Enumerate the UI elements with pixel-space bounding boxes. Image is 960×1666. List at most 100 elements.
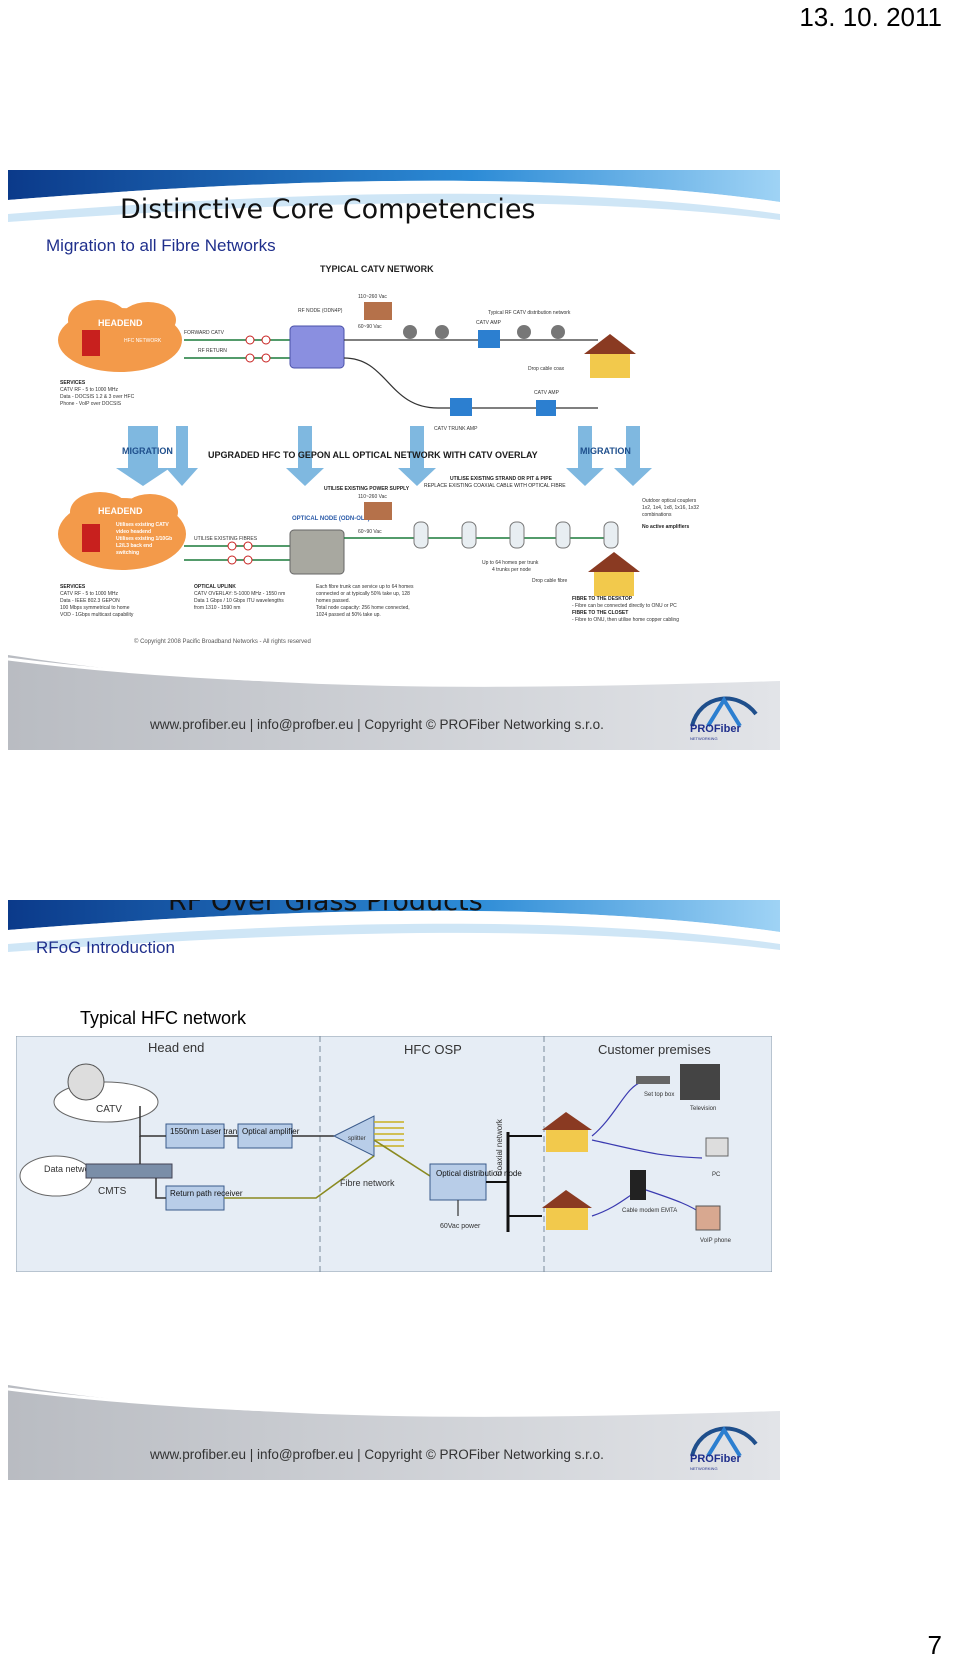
- optical-couplers: [413, 521, 619, 549]
- catv-amp-bottom: [536, 400, 556, 416]
- headend-cloud-top: HEADEND HFC NETWORK: [58, 300, 182, 372]
- svg-text:combinations: combinations: [642, 512, 672, 518]
- svg-text:SERVICES: SERVICES: [60, 584, 86, 590]
- slide-header-band: [8, 170, 780, 240]
- slide-title: RF Over Glass Products: [168, 900, 483, 917]
- svg-text:Utilises existing CATV: Utilises existing CATV: [116, 522, 169, 528]
- migration-arrow: [286, 426, 324, 486]
- television: [680, 1064, 720, 1100]
- customer-house-2: [542, 1190, 592, 1230]
- svg-text:Data network: Data network: [44, 1164, 98, 1174]
- service-item: Data - DOCSIS 1.2 & 3 over HFC: [60, 394, 135, 400]
- svg-text:CATV: CATV: [96, 1104, 122, 1115]
- page-date: 13. 10. 2011: [799, 2, 942, 32]
- distribution-label: Typical RF CATV distribution network: [488, 310, 571, 316]
- diagram-caption: Typical HFC network: [80, 1008, 247, 1028]
- migration-arrow: [614, 426, 652, 486]
- utilise-fibres-label: UTILISE EXISTING FIBRES: [194, 536, 258, 542]
- svg-text:60~90 Vac: 60~90 Vac: [358, 324, 382, 330]
- svg-text:Return path receiver: Return path receiver: [170, 1189, 243, 1198]
- data-network-cloud: Data network: [19, 1155, 98, 1197]
- svg-text:PROFiber: PROFiber: [690, 723, 741, 735]
- hfc-network-diagram: Head end HFC OSP Customer premises CATV …: [16, 1036, 772, 1272]
- drop-cable-label: Drop cable coax: [528, 366, 565, 372]
- profiber-logo: PROFiber NETWORKING: [690, 696, 758, 741]
- slide-footer-band: [8, 655, 780, 750]
- svg-text:- Fibre can be connected direc: - Fibre can be connected directly to ONU…: [572, 603, 677, 609]
- laser-transmitter-box: [165, 1123, 225, 1149]
- svg-text:- Fibre to ONU, then utilise h: - Fibre to ONU, then utilise home copper…: [572, 617, 679, 623]
- services-title: SERVICES: [60, 380, 86, 386]
- catv-amp-top: [478, 330, 500, 348]
- svg-text:CATV AMP: CATV AMP: [476, 320, 502, 326]
- page-number: 7: [927, 1630, 942, 1660]
- migration-arrow: [166, 426, 198, 486]
- svg-text:splitter: splitter: [348, 1136, 366, 1142]
- svg-text:Drop cable fibre: Drop cable fibre: [532, 578, 568, 584]
- svg-text:L2/L3 back end: L2/L3 back end: [116, 543, 152, 549]
- svg-text:FIBRE TO THE CLOSET: FIBRE TO THE CLOSET: [572, 610, 628, 616]
- svg-text:UTILISE EXISTING POWER SUPPLY: UTILISE EXISTING POWER SUPPLY: [324, 486, 410, 492]
- svg-text:FIBRE TO THE DESKTOP: FIBRE TO THE DESKTOP: [572, 596, 633, 602]
- svg-text:MIGRATION: MIGRATION: [122, 446, 173, 456]
- svg-text:110~260 Vac: 110~260 Vac: [358, 294, 387, 300]
- svg-text:Each fibre trunk can service u: Each fibre trunk can service up to 64 ho…: [316, 584, 414, 590]
- svg-text:Data 1 Gbps / 10 Gbps ITU wave: Data 1 Gbps / 10 Gbps ITU wavelengths: [194, 598, 284, 604]
- svg-text:Coaxial network: Coaxial network: [495, 1118, 504, 1176]
- svg-text:PC: PC: [712, 1172, 721, 1178]
- svg-text:Up to 64 homes per trunk: Up to 64 homes per trunk: [482, 560, 539, 566]
- svg-text:video headend: video headend: [116, 529, 151, 535]
- svg-text:Outdoor optical couplers: Outdoor optical couplers: [642, 498, 697, 504]
- svg-text:Optical amplifier: Optical amplifier: [242, 1127, 300, 1136]
- svg-text:REPLACE EXISTING COAXIAL CABLE: REPLACE EXISTING COAXIAL CABLE WITH OPTI…: [424, 483, 566, 489]
- slide-footer-band: [8, 1385, 780, 1480]
- splitter: [332, 1115, 375, 1157]
- power-supply-bottom: [364, 502, 392, 520]
- slide-title: Distinctive Core Competencies: [120, 194, 536, 225]
- svg-text:1550nm Laser transmitter: 1550nm Laser transmitter: [170, 1127, 261, 1136]
- svg-text:60~90 Vac: 60~90 Vac: [358, 529, 382, 535]
- service-item: CATV RF - 5 to 1000 MHz: [60, 387, 118, 393]
- catv-migration-diagram: TYPICAL CATV NETWORK HEADEND HFC NETWORK…: [58, 264, 699, 623]
- rf-node: RF NODE (ODN4P): [289, 308, 345, 369]
- slide-2: RF Over Glass Products RFoG Introduction…: [8, 900, 780, 1480]
- svg-text:60Vac power: 60Vac power: [440, 1223, 481, 1230]
- svg-text:connected or at typically 50%: connected or at typically 50% take up, 1…: [316, 591, 410, 597]
- svg-text:4 trunks per node: 4 trunks per node: [492, 567, 531, 573]
- svg-text:OPTICAL UPLINK: OPTICAL UPLINK: [194, 584, 236, 590]
- svg-text:Cable modem EMTA: Cable modem EMTA: [622, 1208, 677, 1214]
- svg-text:NETWORKING: NETWORKING: [690, 1466, 718, 1471]
- svg-text:CATV OVERLAY: 5-1000 MHz - 155: CATV OVERLAY: 5-1000 MHz - 1550 nm: [194, 591, 285, 597]
- svg-text:Set top box: Set top box: [644, 1092, 674, 1098]
- service-item: Phone - VoIP over DOCSIS: [60, 401, 122, 407]
- footer-text: www.profiber.eu | info@profber.eu | Copy…: [150, 717, 604, 732]
- svg-text:MIGRATION: MIGRATION: [580, 446, 631, 456]
- cmts-device: [85, 1163, 173, 1179]
- house-top: [584, 334, 636, 378]
- rf-node-label: RF NODE (ODN4P): [298, 308, 343, 314]
- slide-header-band: [8, 900, 780, 970]
- voip-phone: [695, 1205, 721, 1231]
- svg-text:No active amplifiers: No active amplifiers: [642, 524, 689, 530]
- profiber-logo: PROFiber NETWORKING: [690, 1426, 758, 1471]
- headend-label: HEADEND: [98, 318, 143, 328]
- migration-arrow: [398, 426, 436, 486]
- svg-text:OPTICAL NODE (ODN-OLT): OPTICAL NODE (ODN-OLT): [292, 516, 370, 522]
- hfc-network-label: HFC NETWORK: [124, 338, 162, 344]
- pc: [705, 1137, 729, 1157]
- migration-arrow: [116, 426, 170, 486]
- svg-text:NETWORKING: NETWORKING: [690, 736, 718, 741]
- svg-text:Fibre network: Fibre network: [340, 1178, 395, 1188]
- svg-text:Utilises existing 1/10Gb: Utilises existing 1/10Gb: [116, 536, 172, 542]
- footer-text: www.profiber.eu | info@profber.eu | Copy…: [150, 1447, 604, 1462]
- optical-node: OPTICAL NODE (ODN-OLT): [289, 516, 370, 575]
- svg-text:VOD - 1Gbps multicast capabili: VOD - 1Gbps multicast capability: [60, 612, 134, 618]
- catv-cloud: CATV: [53, 1063, 159, 1123]
- slide-subtitle: Migration to all Fibre Networks: [46, 236, 276, 255]
- svg-text:110~260 Vac: 110~260 Vac: [358, 494, 387, 500]
- return-path-box: [165, 1185, 225, 1211]
- headend-cloud-bottom: HEADEND Utilises existing CATV video hea…: [58, 492, 186, 570]
- catv-trunk-amp: [450, 398, 472, 416]
- svg-text:from 1310 - 1590 nm: from 1310 - 1590 nm: [194, 605, 240, 611]
- slide-1: Distinctive Core Competencies Migration …: [8, 170, 780, 750]
